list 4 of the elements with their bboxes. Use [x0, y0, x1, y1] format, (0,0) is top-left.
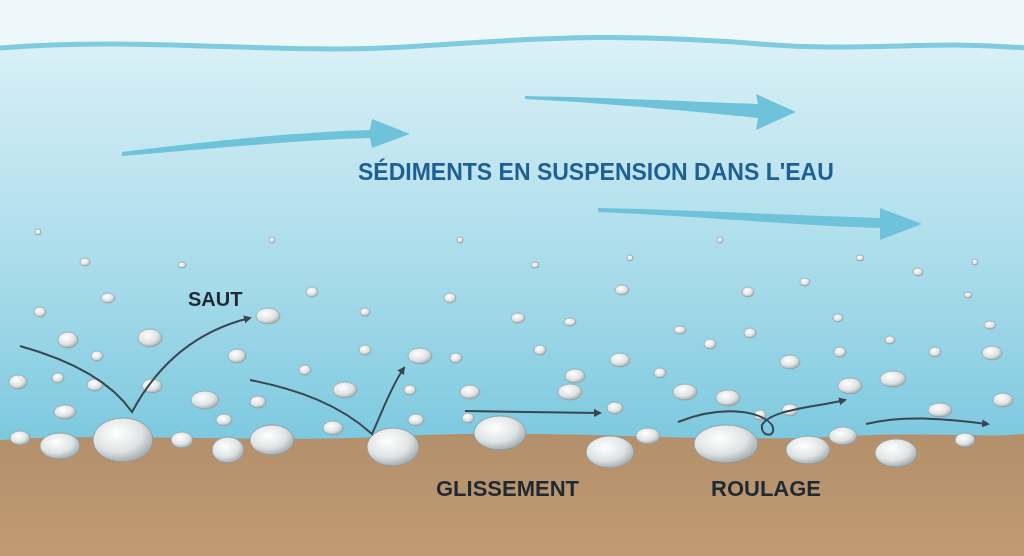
label-text: SAUT — [188, 287, 243, 312]
label-text: GLISSEMENT — [436, 475, 579, 503]
label-text: ROULAGE — [711, 475, 821, 503]
label-text: SÉDIMENTS EN SUSPENSION DANS L'EAU — [358, 157, 834, 187]
